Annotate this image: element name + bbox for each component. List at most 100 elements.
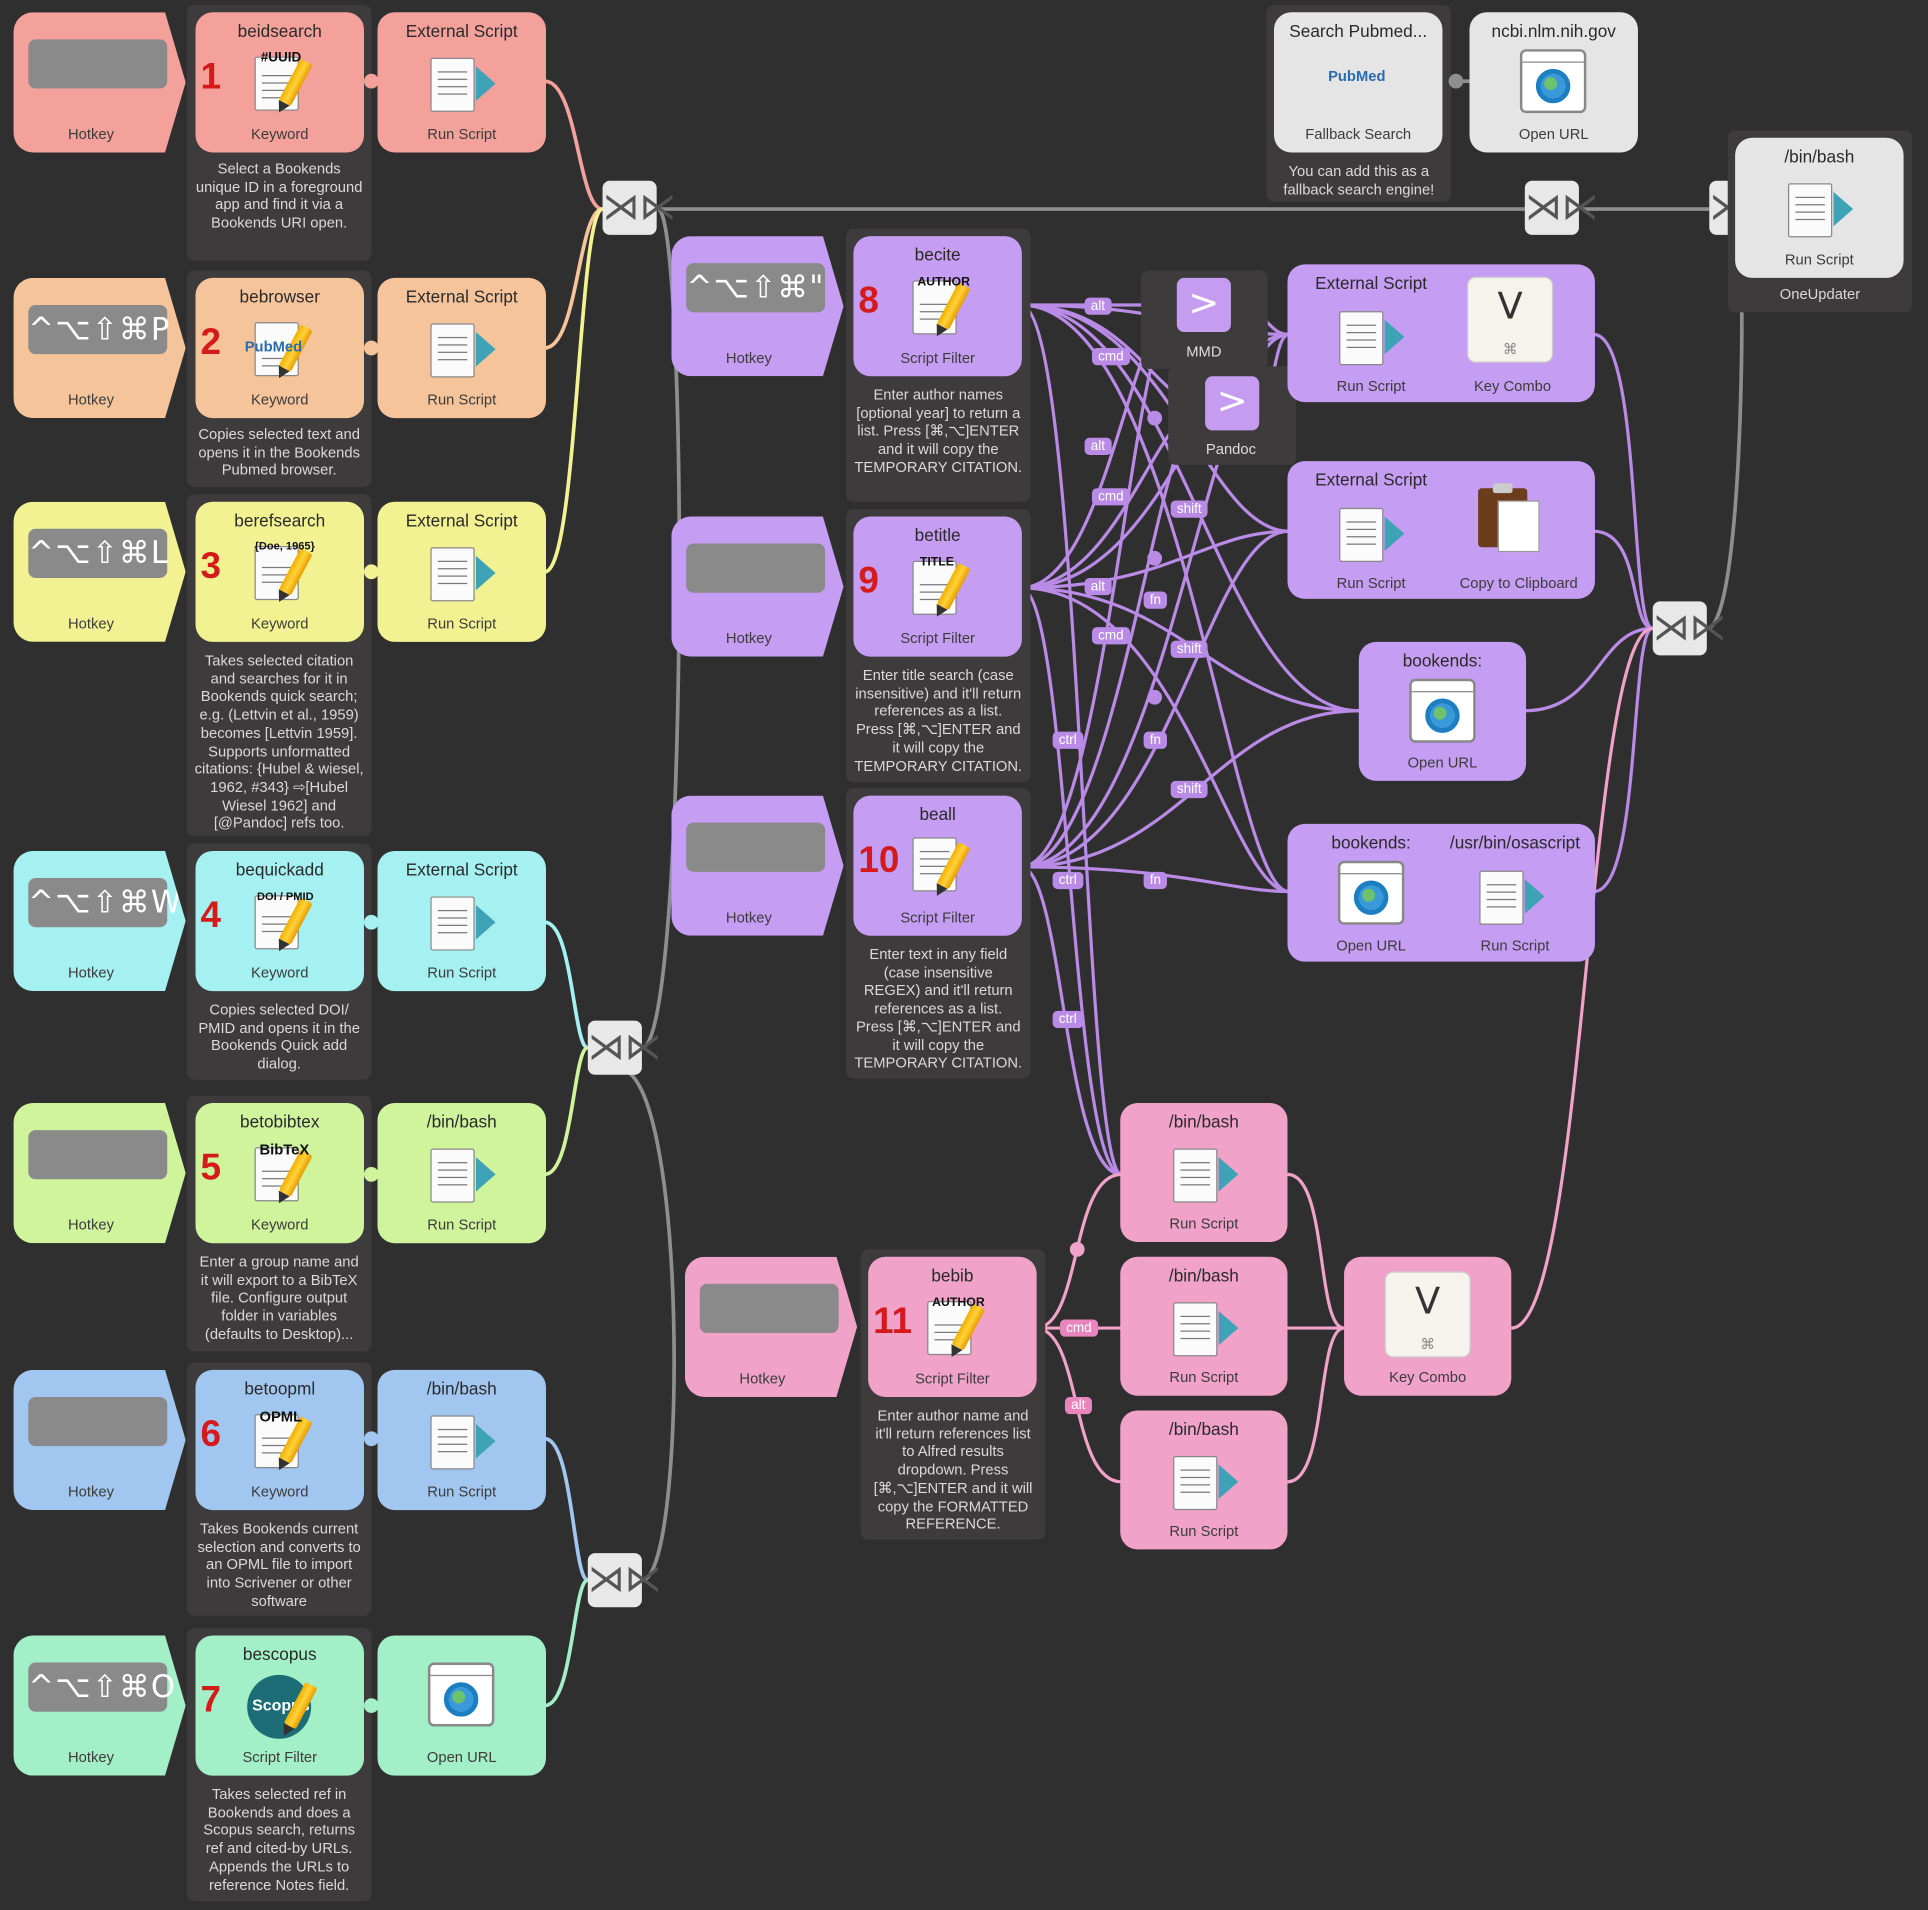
connector-dot[interactable]	[363, 1698, 379, 1713]
connector-dot[interactable]	[363, 73, 379, 89]
hotkey-trigger-7[interactable]: ^⌥⇧⌘O Hotkey	[13, 1635, 186, 1776]
node-type: Keyword	[251, 1216, 309, 1234]
hotkey-label: Hotkey	[68, 1483, 114, 1501]
hotkey-trigger-6[interactable]: Hotkey	[13, 1369, 186, 1511]
script-filter-node-11[interactable]: bebib 11 AUTHOR Script Filter	[868, 1256, 1037, 1397]
open-url-node-7[interactable]: Open URL	[377, 1635, 546, 1776]
hotkey-trigger-5[interactable]: Hotkey	[13, 1103, 186, 1244]
run-arrow-icon	[475, 332, 496, 367]
keyword-node-4[interactable]: bequickadd 4 DOI / PMID Keyword	[195, 850, 364, 992]
connector-dot[interactable]	[1147, 410, 1163, 426]
connector-dot[interactable]	[363, 1166, 379, 1182]
action-title: /bin/bash	[426, 1378, 497, 1399]
external-script-keycombo-node[interactable]: External Script Run Script V⌘ Key Combo	[1287, 264, 1595, 403]
row-number: 5	[200, 1147, 221, 1188]
script-document-icon	[430, 896, 475, 951]
key-combo-node[interactable]: V⌘ Key Combo	[1344, 1256, 1512, 1396]
script-document-icon	[430, 547, 475, 602]
connector-dot[interactable]	[363, 914, 379, 930]
hotkey-trigger-2[interactable]: ^⌥⇧⌘P Hotkey	[13, 277, 186, 419]
script-filter-node-9[interactable]: betitle 9 TITLE Script Filter	[853, 516, 1022, 657]
junction-node[interactable]: ⋊⋉	[602, 180, 676, 235]
hotkey-trigger-10[interactable]: Hotkey	[671, 795, 844, 936]
bash-script-node-6[interactable]: /bin/bash Run Script	[377, 1369, 546, 1511]
connector-dot[interactable]	[1448, 73, 1464, 89]
keyword-node-3[interactable]: berefsearch 3 {Doe, 1965} Keyword	[195, 501, 364, 642]
keyword-node-5[interactable]: betobibtex 5 BibTeX Keyword	[195, 1103, 364, 1244]
icon-tag: AUTHOR	[917, 275, 970, 289]
mmd-output-icon[interactable]: >	[1176, 277, 1231, 333]
keyword-node-6[interactable]: betoopml 6 OPML Keyword	[195, 1369, 364, 1511]
modifier-badge: fn	[1143, 871, 1168, 890]
connector-dot[interactable]	[1147, 689, 1163, 705]
hotkey-label: Hotkey	[68, 391, 114, 409]
bookends-osascript-node[interactable]: bookends: Open URL /usr/bin/osascript Ru…	[1287, 823, 1595, 962]
ncbi-open-url-node[interactable]: ncbi.nlm.nih.gov Open URL	[1469, 12, 1638, 153]
external-script-node-4[interactable]: External Script Run Script	[377, 850, 546, 992]
icon-tag: BibTeX	[259, 1141, 310, 1159]
hotkey-trigger-4[interactable]: ^⌥⇧⌘W Hotkey	[13, 850, 186, 992]
note-text: Enter author name and it'll return refer…	[873, 1406, 1033, 1533]
hotkey-trigger-8[interactable]: ^⌥⇧⌘" Hotkey	[671, 236, 844, 377]
hotkey-label: Hotkey	[725, 908, 772, 926]
updater-bash-node[interactable]: /bin/bash Run Script	[1735, 137, 1904, 278]
action-title: External Script	[1315, 272, 1428, 293]
action-subtitle: Open URL	[426, 1748, 497, 1766]
run-arrow-icon	[1384, 516, 1405, 551]
ncbi-title: ncbi.nlm.nih.gov	[1491, 20, 1616, 41]
url-title: bookends:	[1331, 832, 1411, 853]
hotkey-trigger-3[interactable]: ^⌥⇧⌘L Hotkey	[13, 501, 186, 642]
icon-tag: {Doe, 1965}	[254, 539, 315, 553]
script-document-icon	[1787, 183, 1833, 238]
external-script-clipboard-node[interactable]: External Script Run Script Copy to Clipb…	[1287, 461, 1595, 599]
connector-dot[interactable]	[363, 340, 379, 356]
pandoc-output-icon[interactable]: >	[1205, 376, 1260, 431]
action-title: External Script	[1315, 469, 1428, 490]
junction-node[interactable]: ⋊⋉	[587, 1553, 662, 1608]
keyword-title: bebrowser	[239, 286, 320, 307]
keyword-title: berefsearch	[234, 510, 326, 531]
junction-node[interactable]: ⋊⋉	[1524, 180, 1599, 235]
run-arrow-icon	[1218, 1157, 1239, 1192]
connector-dot[interactable]	[363, 564, 379, 580]
script-document-icon	[1173, 1455, 1218, 1511]
bash-script-node-a[interactable]: /bin/bash Run Script	[1120, 1103, 1288, 1242]
connector-dot[interactable]	[1069, 1241, 1085, 1257]
run-arrow-icon	[1218, 1464, 1239, 1500]
hotkey-trigger-9[interactable]: Hotkey	[671, 516, 844, 657]
bash-script-node-c[interactable]: /bin/bash Run Script	[1120, 1410, 1288, 1550]
hotkey-trigger-11[interactable]: Hotkey	[684, 1256, 858, 1397]
script-filter-node-8[interactable]: becite 8 AUTHOR Script Filter	[853, 236, 1022, 377]
note-text: Takes selected ref in Bookends and does …	[203, 1785, 356, 1894]
external-script-node-2[interactable]: External Script Run Script	[377, 277, 546, 419]
run-arrow-icon	[475, 66, 496, 101]
icon-tag: #UUID	[260, 50, 302, 66]
fallback-search-node[interactable]: Search Pubmed... PubMed Fallback Search	[1273, 12, 1443, 153]
junction-node[interactable]: ⋊⋉	[587, 1020, 662, 1075]
run-arrow-icon	[1384, 319, 1405, 355]
script-document-icon	[430, 323, 475, 378]
bookends-open-url-node[interactable]: bookends: Open URL	[1358, 641, 1527, 781]
run-arrow-icon	[475, 905, 496, 940]
script-filter-node-7[interactable]: bescopus 7 Scopus Script Filter	[195, 1635, 364, 1776]
bash-script-node-5[interactable]: /bin/bash Run Script	[377, 1103, 546, 1244]
external-script-node-1[interactable]: External Script Run Script	[377, 12, 546, 153]
row-number: 3	[200, 545, 221, 587]
keyword-node-2[interactable]: bebrowser 2 PubMed Keyword	[195, 277, 364, 419]
bash-script-node-b[interactable]: /bin/bash Run Script	[1120, 1256, 1288, 1396]
connector-dot[interactable]	[1147, 550, 1163, 566]
node-type: Script Filter	[915, 1369, 990, 1388]
external-script-node-3[interactable]: External Script Run Script	[377, 501, 546, 642]
junction-node[interactable]: ⋊⋉	[1652, 601, 1726, 656]
row-number: 7	[200, 1679, 221, 1721]
icon-tag: TITLE	[919, 555, 954, 570]
run-arrow-icon	[1524, 879, 1545, 914]
hotkey-trigger-1[interactable]: Hotkey	[13, 12, 186, 153]
script-filter-node-10[interactable]: beall 10 Script Filter	[853, 795, 1022, 936]
script-document-icon	[1173, 1302, 1218, 1357]
keyword-node-1[interactable]: beidsearch 1 #UUID Keyword	[195, 12, 364, 153]
connector-dot[interactable]	[363, 1431, 379, 1447]
node-type: Keyword	[251, 1483, 309, 1501]
mmd-label: MMD	[1186, 343, 1222, 361]
